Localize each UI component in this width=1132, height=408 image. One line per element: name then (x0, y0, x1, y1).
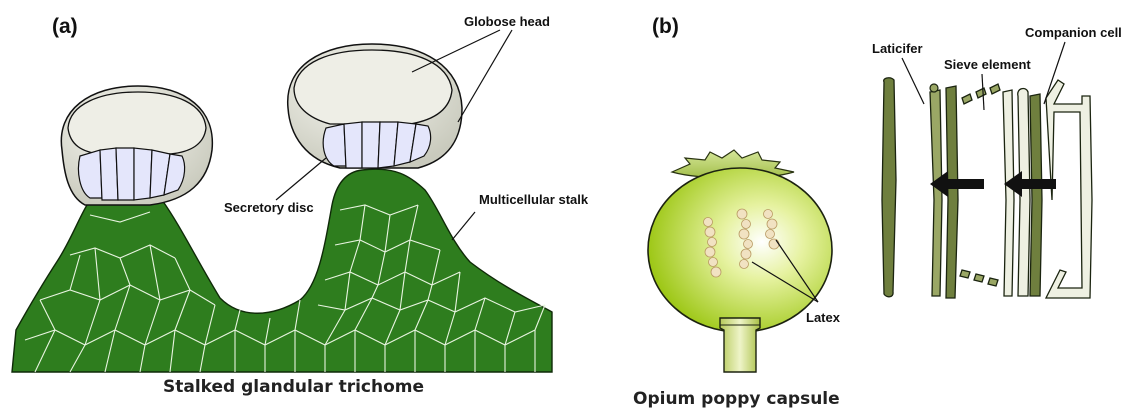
panel-b-caption: Opium poppy capsule (633, 389, 840, 408)
multicellular-stalk-label: Multicellular stalk (479, 192, 589, 207)
capsule-stem (720, 318, 760, 372)
sieve-element-label: Sieve element (944, 57, 1031, 72)
panel-a-caption: Stalked glandular trichome (163, 377, 424, 397)
laticifer-wall (930, 90, 942, 296)
globose-head-label: Globose head (464, 14, 550, 29)
companion-cell-label: Companion cell (1025, 25, 1122, 40)
right-trichome-head (288, 44, 462, 168)
secretory-disc-label: Secretory disc (224, 200, 314, 215)
capsule-body (648, 168, 832, 332)
panel-b-capsule: (b) Lat (633, 15, 841, 408)
panel-a-letter: (a) (52, 15, 78, 38)
laticifer-label: Laticifer (872, 41, 923, 56)
companion-cell-inner-wall (1030, 94, 1042, 296)
panel-b-phloem: Laticifer Sieve element Companion cell (872, 25, 1122, 298)
panel-b-letter: (b) (652, 15, 679, 38)
left-secretory-disc (78, 148, 184, 200)
latex-label: Latex (806, 310, 841, 325)
laticifer-tube (882, 78, 896, 297)
sieve-element-wall-right (1003, 90, 1014, 296)
left-trichome-head (61, 86, 212, 205)
panel-a: (a) (12, 14, 589, 397)
